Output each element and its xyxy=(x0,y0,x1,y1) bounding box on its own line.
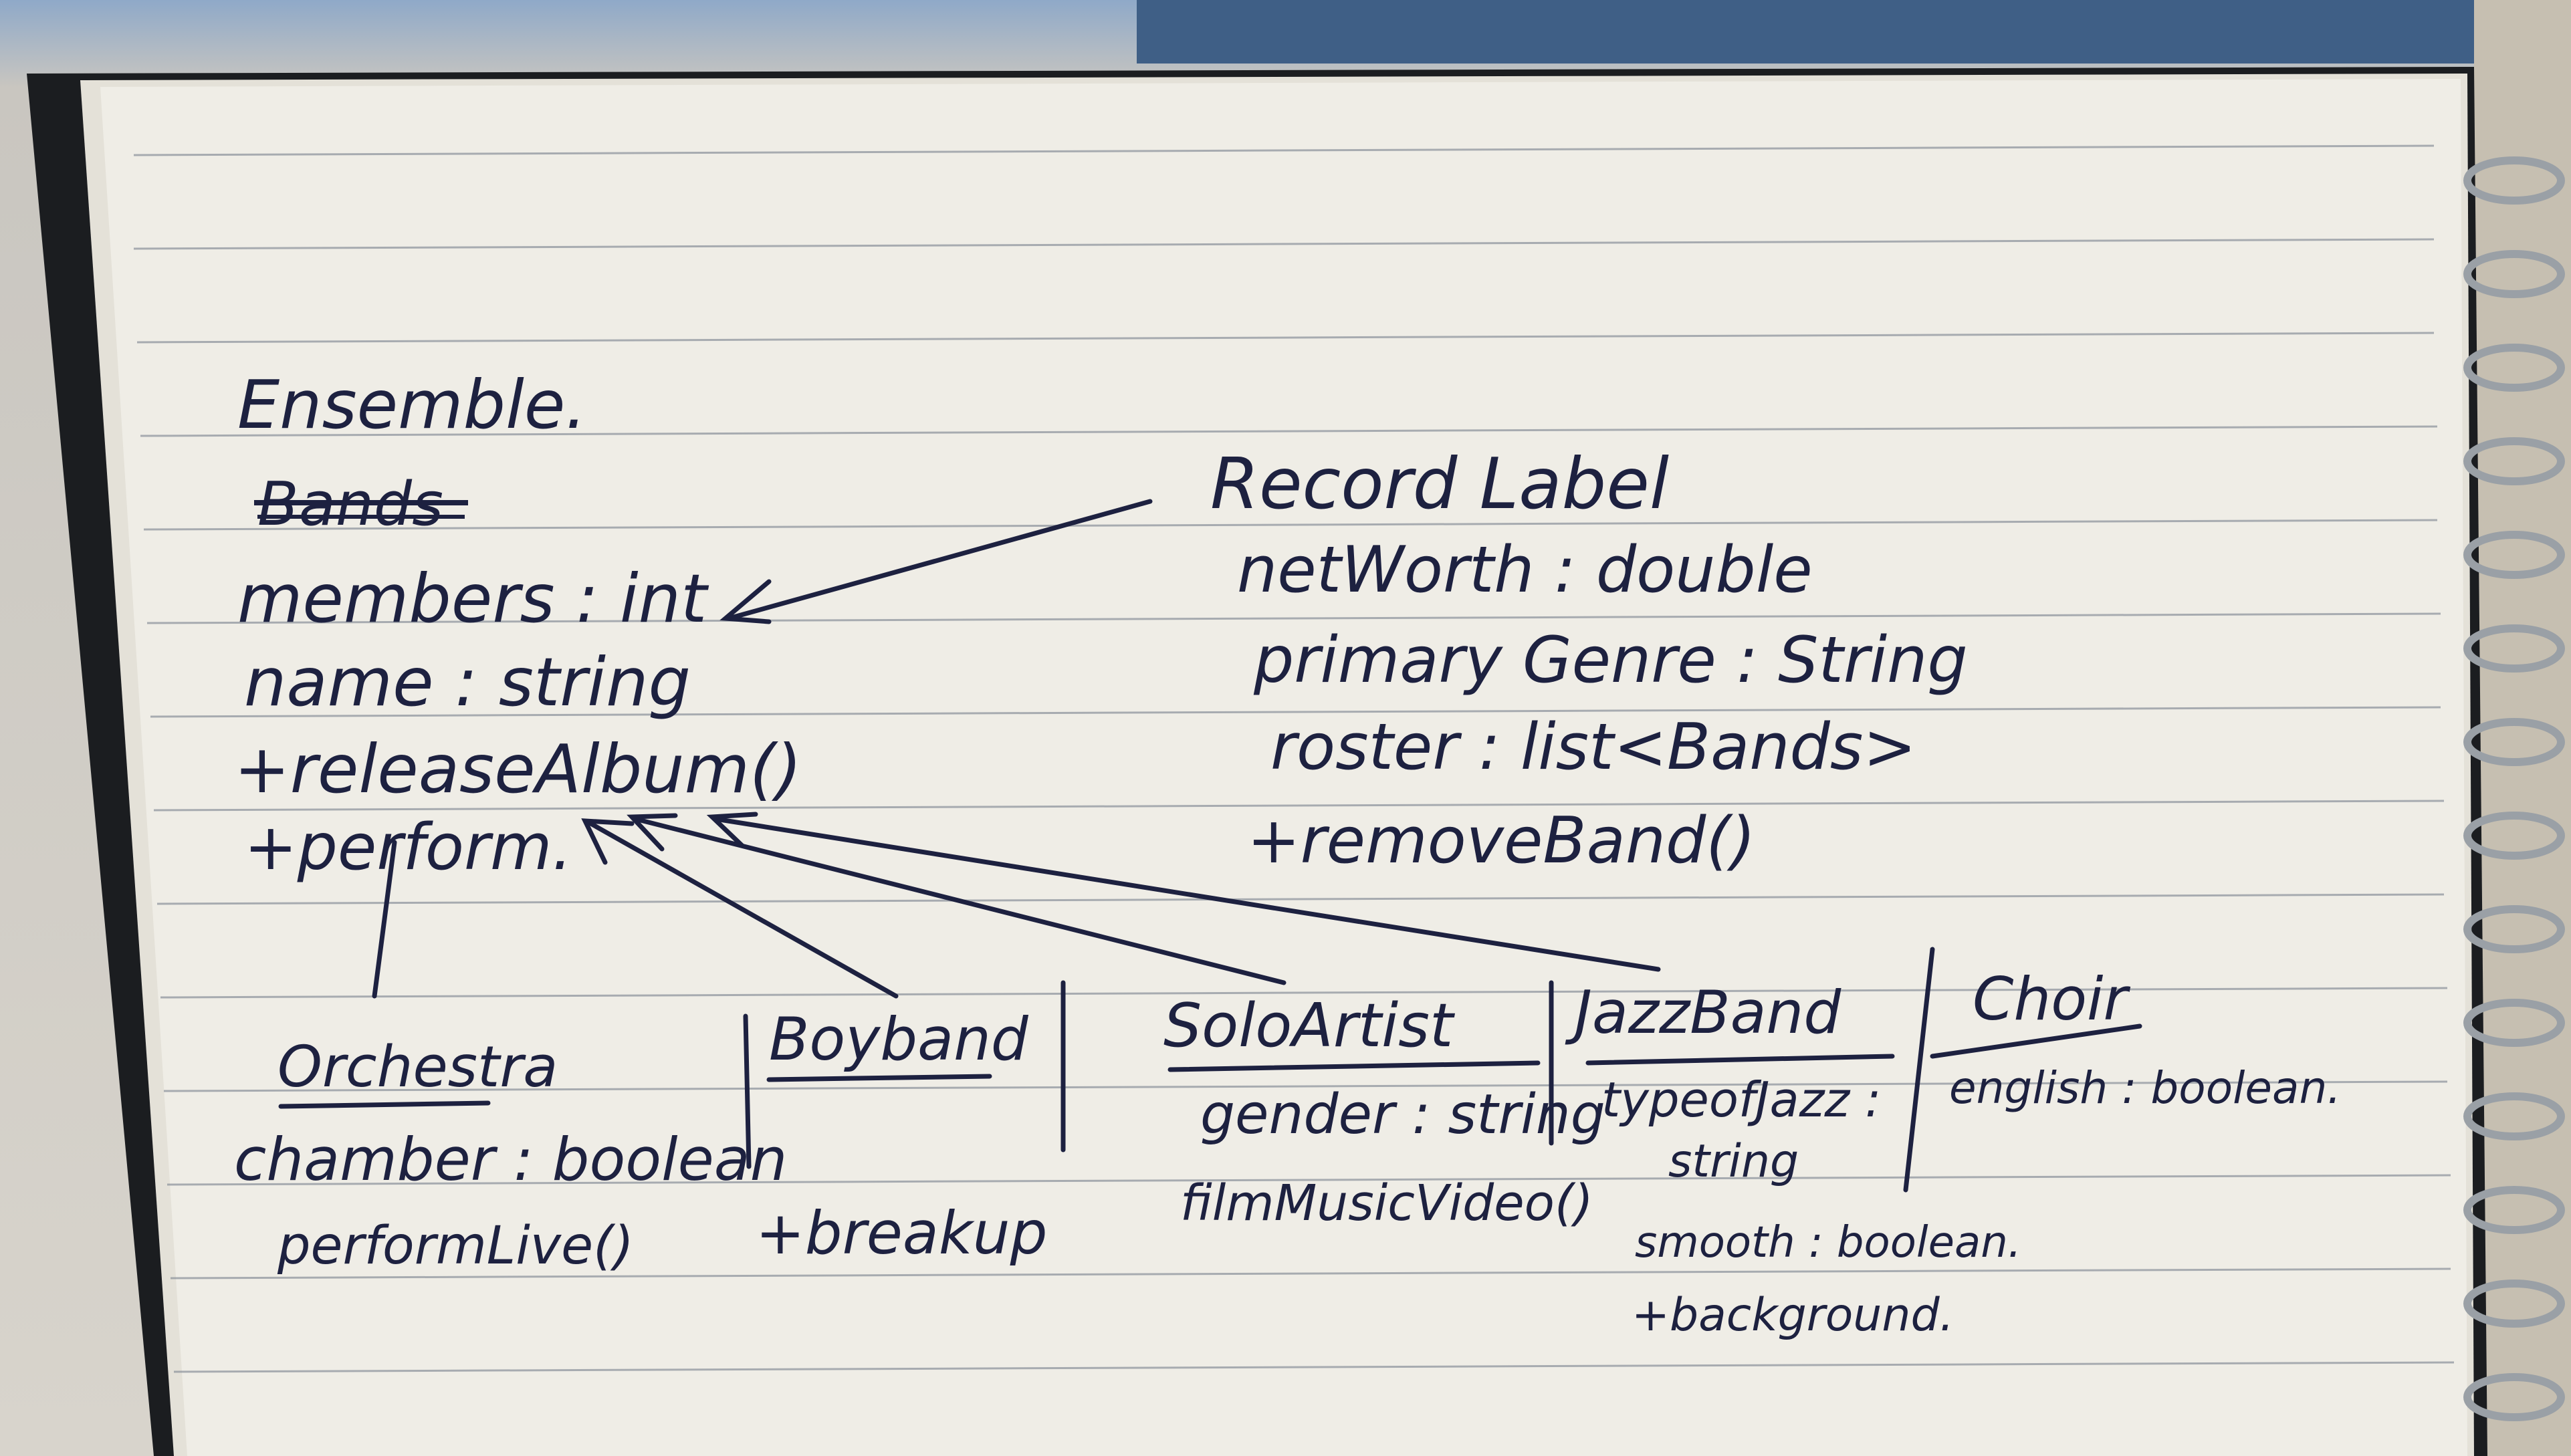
notebook-page xyxy=(100,79,2467,1456)
divider-jazzband-choir xyxy=(1903,947,1935,1193)
underline-choir xyxy=(1930,1023,2142,1059)
arrow-jazzband-to-ensemble xyxy=(713,816,1661,972)
choir-name: Choir xyxy=(1973,965,2131,1034)
ensemble-attr-members: members : int xyxy=(237,560,709,638)
jazzband-name: JazzBand xyxy=(1565,978,1841,1047)
arrowhead-soloartist xyxy=(627,813,678,852)
choir-line-1: english : boolean. xyxy=(1949,1062,2341,1114)
underline-jazzband xyxy=(1585,1054,1895,1066)
background-monitor xyxy=(1137,0,2571,64)
arrowhead-jazzband xyxy=(706,812,758,848)
ruled-lines xyxy=(133,144,2455,1373)
recordlabel-attr-roster: roster : list<Bands> xyxy=(1270,711,1916,784)
underline-orchestra xyxy=(278,1100,491,1109)
recordlabel-attr-networth: netWorth : double xyxy=(1237,533,1813,607)
ensemble-attr-name: name : string xyxy=(244,643,691,721)
jazzband-line-3: smooth : boolean. xyxy=(1635,1218,2021,1267)
jazzband-line-1: typeofJazz : xyxy=(1601,1072,1881,1128)
recordlabel-method-removeband: +removeBand() xyxy=(1247,804,1755,878)
orchestra-line-2: performLive() xyxy=(277,1216,634,1276)
jazzband-line-2: string xyxy=(1668,1135,1799,1188)
boyband-line-1: +breakup xyxy=(756,1199,1047,1267)
underline-boyband xyxy=(766,1074,992,1082)
jazzband-line-4: +background. xyxy=(1632,1289,1954,1342)
arrowhead-boyband xyxy=(581,818,635,865)
orchestra-name: Orchestra xyxy=(277,1034,558,1100)
ensemble-title: Ensemble. xyxy=(237,366,586,444)
boyband-name: Boyband xyxy=(769,1005,1029,1074)
strikethrough xyxy=(254,500,468,505)
underline-soloartist xyxy=(1167,1060,1541,1072)
arrowhead-members xyxy=(719,579,772,624)
soloartist-line-2: filmMusicVideo() xyxy=(1180,1175,1593,1232)
orchestra-line-1: chamber : boolean xyxy=(234,1125,787,1194)
strikethrough-2 xyxy=(257,515,465,519)
soloartist-line-1: gender : string xyxy=(1200,1083,1605,1146)
spiral-binding xyxy=(2463,156,2565,1421)
handwritten-notes: Ensemble. Bands members : int name : str… xyxy=(234,366,2341,1342)
ensemble-method-perform: +perform. xyxy=(244,811,572,884)
recordlabel-attr-genre: primary Genre : String xyxy=(1253,624,1968,697)
line-orchestra-to-ensemble xyxy=(372,840,397,999)
recordlabel-title: Record Label xyxy=(1210,443,1669,525)
divider-orchestra-boyband xyxy=(743,1013,752,1169)
arrow-boyband-to-ensemble xyxy=(586,820,899,999)
diagram-arrows xyxy=(278,499,2142,1193)
soloartist-name: SoloArtist xyxy=(1163,991,1456,1061)
arrow-recordlabel-to-members xyxy=(726,499,1153,621)
ensemble-method-releasealbum: +releaseAlbum() xyxy=(234,730,802,808)
